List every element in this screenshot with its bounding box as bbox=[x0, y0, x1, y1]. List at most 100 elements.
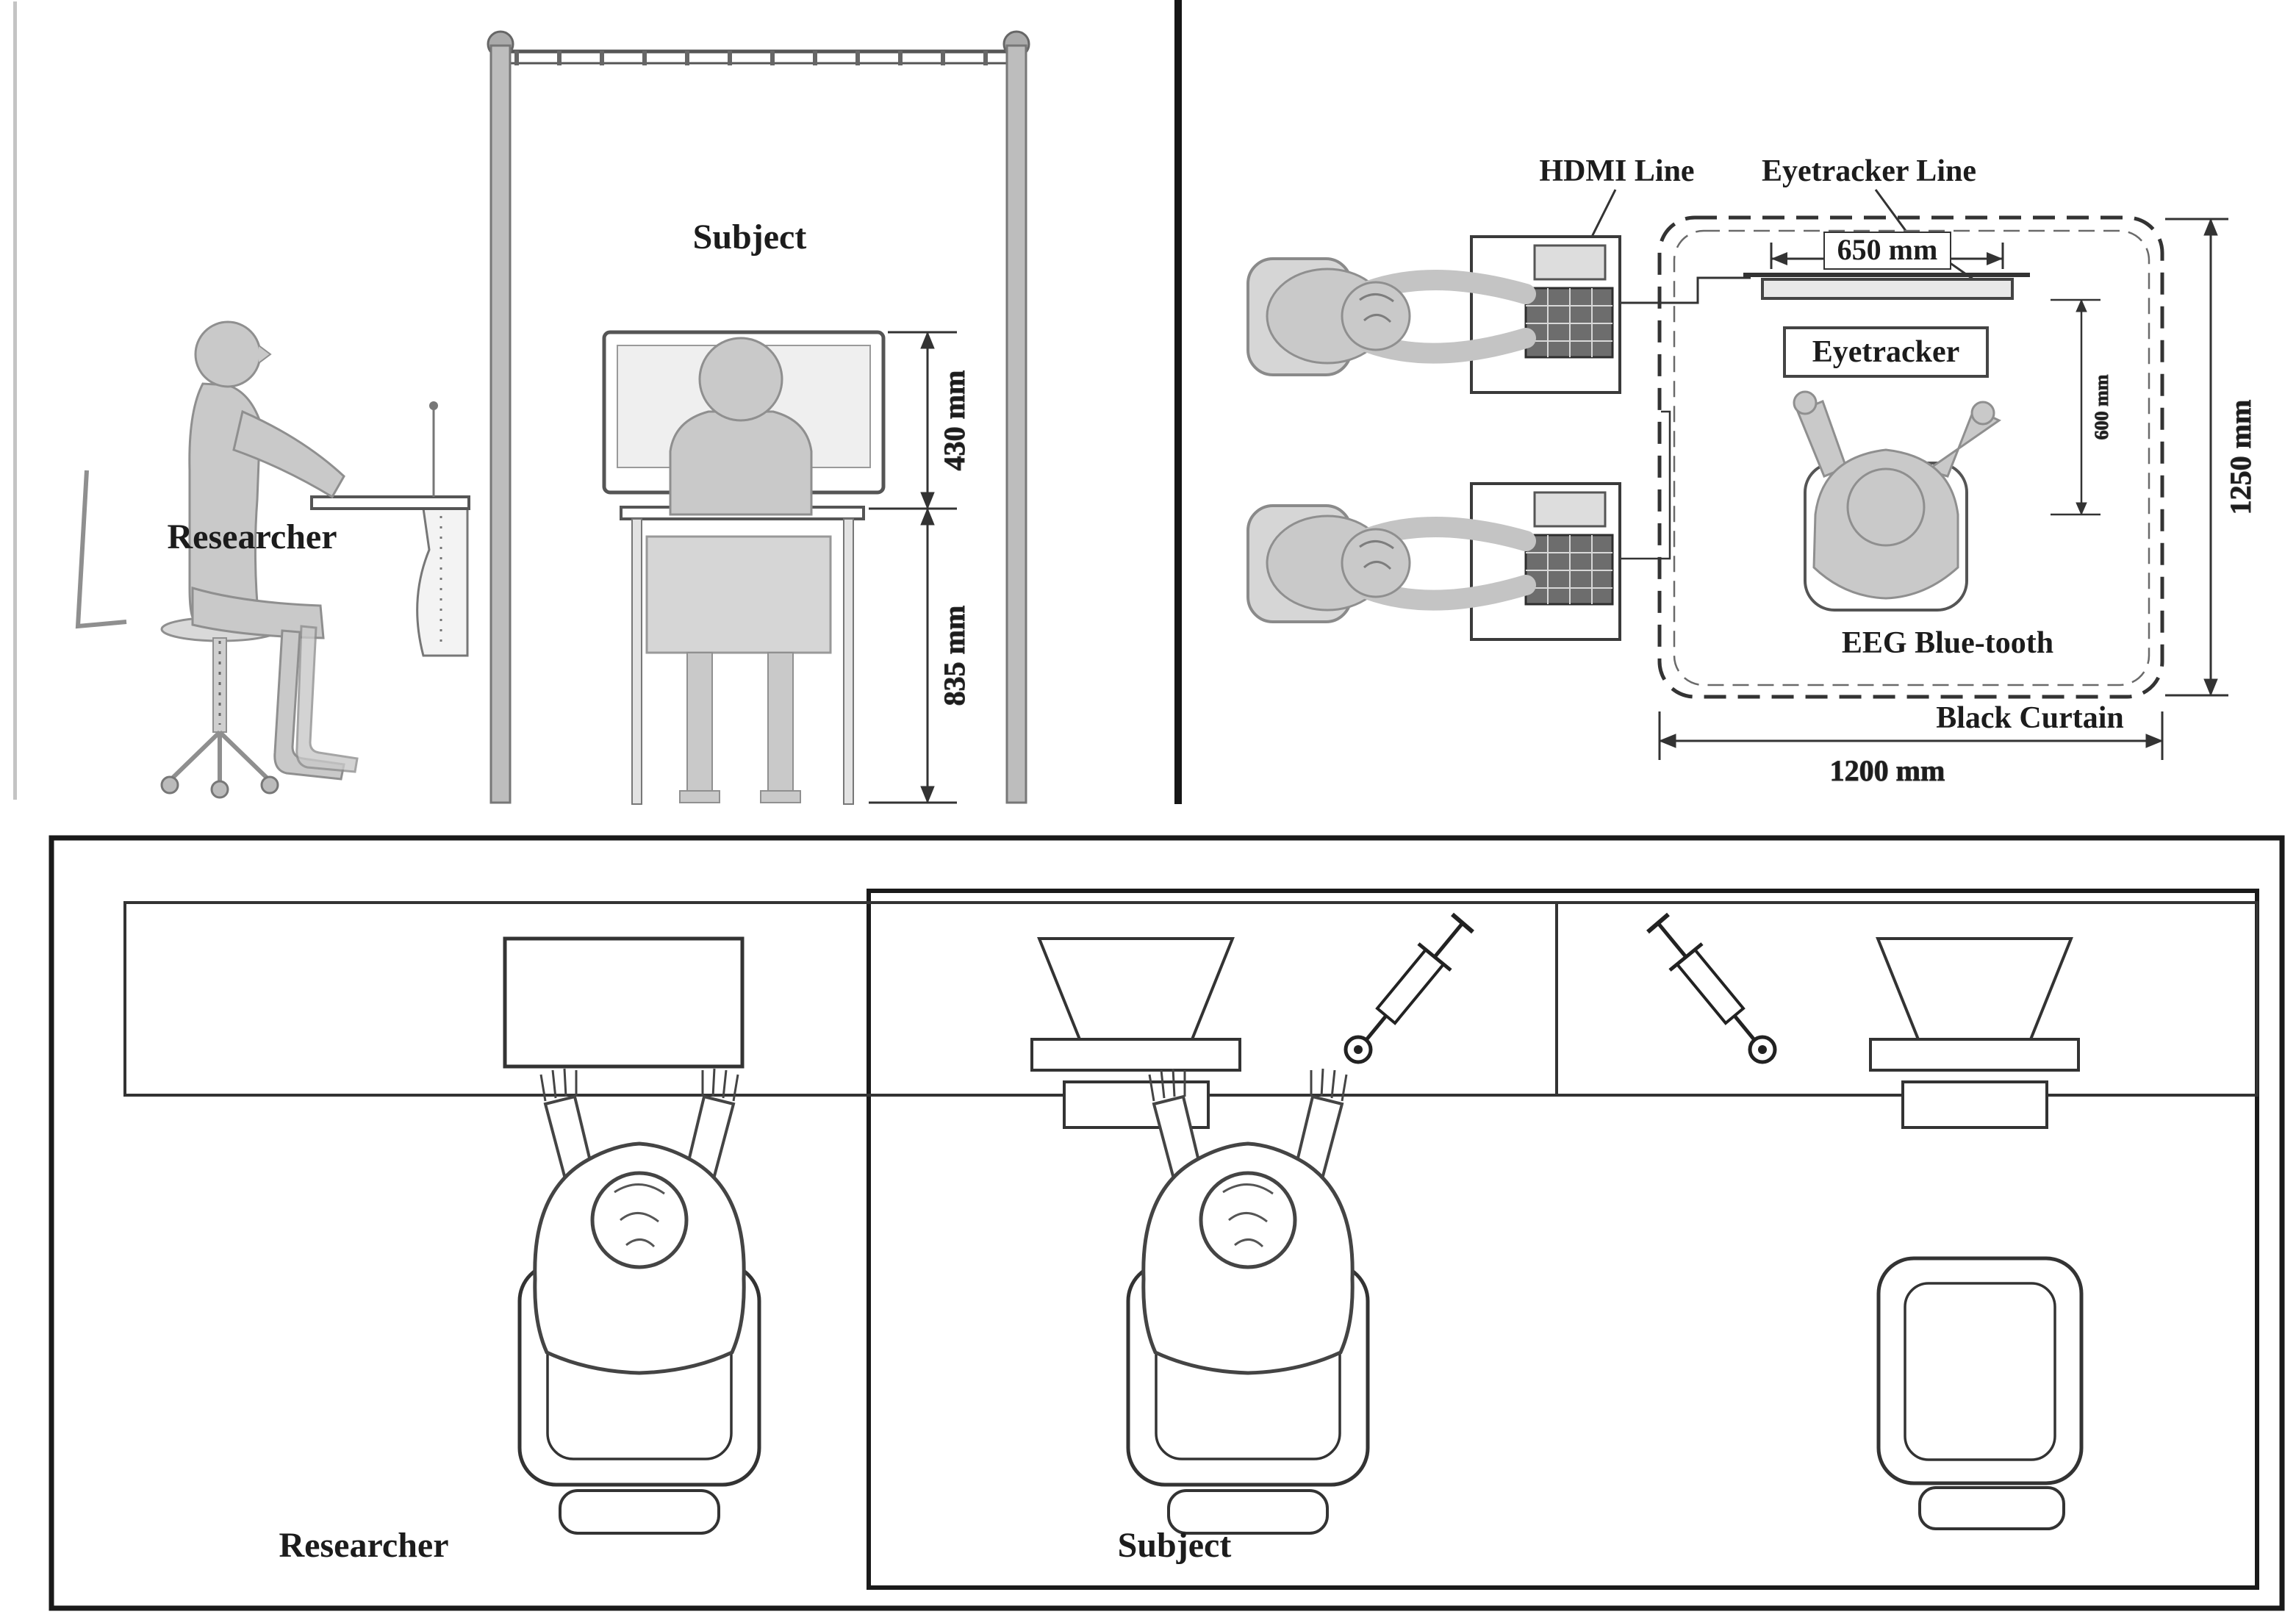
monitor-height-dim: 430 mm bbox=[938, 370, 971, 471]
researcher-head-topview bbox=[590, 1171, 689, 1269]
screen-width-dim: 650 mm bbox=[1837, 233, 1938, 266]
keyboard-b bbox=[1901, 1080, 2048, 1129]
eyetracker-box bbox=[1783, 326, 1989, 378]
researcher-face-profile bbox=[258, 345, 272, 364]
subject-monitor-b bbox=[1869, 937, 2080, 1129]
stool-wheel-left bbox=[160, 775, 179, 795]
stool-legs bbox=[168, 730, 272, 785]
panel-divider bbox=[1174, 0, 1182, 804]
stool-wheel-right bbox=[260, 775, 279, 795]
plan-view-drawing: 650 mm Eyetracker bbox=[1246, 154, 2258, 788]
gel-syringe-left bbox=[1343, 912, 1474, 1064]
researcher-fingers-left bbox=[539, 1068, 578, 1102]
subject-head bbox=[698, 337, 783, 422]
subject-foot-right bbox=[760, 790, 801, 803]
subject-topview-figure bbox=[1793, 390, 2001, 612]
viewing-distance-dim: 600 mm bbox=[2091, 374, 2112, 440]
eyetracker-group: Eyetracker bbox=[1783, 326, 1989, 378]
researcher-label: Researcher bbox=[168, 517, 337, 556]
eyetracker-line-label: Eyetracker Line bbox=[1762, 154, 1976, 188]
researcher-head bbox=[194, 320, 262, 388]
viewing-distance-dim-group: 600 mm bbox=[2051, 298, 2113, 516]
eyetracker-cable bbox=[1620, 410, 1671, 560]
antenna-tip bbox=[429, 401, 438, 410]
operator-workstations bbox=[1470, 235, 1621, 641]
subject-leg-right bbox=[767, 652, 794, 796]
subject-hair bbox=[1222, 1183, 1274, 1248]
hdmi-line-label: HDMI Line bbox=[1539, 154, 1694, 188]
spare-chair bbox=[1876, 1256, 2084, 1485]
spare-chair-outline bbox=[75, 470, 127, 629]
screen-dim-box bbox=[1823, 232, 1951, 270]
researcher-thigh bbox=[191, 586, 325, 639]
subject-topview-figure-room bbox=[1141, 1068, 1355, 1375]
subject-hand-right bbox=[1970, 401, 1995, 426]
side-view-drawing: 430 mm 835 mm Researcher Subject bbox=[13, 1, 1030, 805]
display-screen bbox=[1761, 278, 2014, 300]
subject-desk-leg-left bbox=[631, 518, 642, 805]
subject-leg-left bbox=[686, 652, 713, 796]
desk-height-dim: 835 mm bbox=[938, 606, 971, 706]
plan-view-panel: 650 mm Eyetracker bbox=[1183, 0, 2296, 808]
operator-2-figure bbox=[1246, 504, 1536, 623]
keyboard-bottom bbox=[1524, 534, 1614, 606]
room-subject-label: Subject bbox=[1118, 1526, 1232, 1565]
room-plan-panel: Researcher Subject bbox=[0, 808, 2296, 1617]
subject-desk-leg-right bbox=[843, 518, 854, 805]
researcher-back-leg bbox=[295, 625, 359, 773]
monitor-top-station bbox=[1533, 244, 1607, 281]
room-plan-drawing: Researcher Subject bbox=[49, 835, 2285, 1611]
researcher-figure bbox=[75, 320, 359, 799]
subject-torso bbox=[669, 410, 813, 516]
researcher-topview-figure bbox=[533, 1068, 746, 1375]
subject-fingers-right bbox=[1310, 1068, 1348, 1102]
curtain-width-dim: 1200 mm bbox=[1830, 754, 1945, 787]
subject-foot-left bbox=[679, 790, 720, 803]
subject-chair bbox=[645, 535, 832, 654]
curtain-depth-dim: 1250 mm bbox=[2224, 400, 2257, 515]
eeg-bluetooth-label: EEG Blue-tooth bbox=[1842, 626, 2053, 660]
researcher-seat-group bbox=[517, 1068, 761, 1535]
subject-head-topview bbox=[1846, 467, 1926, 547]
screen-group: 650 mm bbox=[1743, 232, 2030, 300]
room-outer-wall bbox=[49, 835, 2285, 1611]
eyetracker-label: Eyetracker bbox=[1812, 335, 1960, 369]
operator-2-hair bbox=[1359, 540, 1394, 570]
black-curtain-enclosure bbox=[1657, 215, 2164, 699]
curtain-pole-right bbox=[1005, 44, 1027, 804]
curtain-width-dim-group: 1200 mm bbox=[1658, 711, 2164, 788]
dimension-annotations: 430 mm 835 mm bbox=[869, 331, 972, 804]
subject-label: Subject bbox=[693, 218, 807, 257]
subject-hand-left bbox=[1793, 390, 1818, 415]
researcher-chair-base bbox=[559, 1489, 720, 1535]
curtain-depth-dim-group: 1250 mm bbox=[2165, 218, 2258, 697]
researcher-desk-front bbox=[416, 507, 469, 657]
spare-chair-group bbox=[1876, 1256, 2084, 1530]
gel-syringe-right bbox=[1646, 912, 1777, 1064]
researcher-hair bbox=[614, 1183, 665, 1248]
spare-chair-base bbox=[1918, 1486, 2065, 1530]
researcher-workstation bbox=[310, 401, 470, 657]
black-curtain-label: Black Curtain bbox=[1936, 701, 2124, 735]
operator-1-hair bbox=[1359, 293, 1394, 323]
researcher-desk-top bbox=[310, 495, 470, 510]
researcher-fingers-right bbox=[701, 1068, 739, 1102]
hdmi-cable bbox=[1620, 276, 1751, 304]
subject-figure bbox=[645, 337, 832, 803]
stool-wheel-center bbox=[210, 780, 229, 799]
curtain-pole-left bbox=[489, 44, 512, 804]
monitor-bottom-station bbox=[1533, 491, 1607, 528]
subject-seat-group bbox=[1126, 1068, 1370, 1535]
subject-head-topview bbox=[1199, 1171, 1297, 1269]
researcher-shin bbox=[273, 629, 345, 781]
subject-monitor-a bbox=[1030, 937, 1241, 1129]
researcher-arm bbox=[232, 409, 345, 499]
subject-chair-base bbox=[1167, 1489, 1329, 1535]
keyboard-top bbox=[1524, 287, 1614, 359]
side-view-panel: 430 mm 835 mm Researcher Subject bbox=[0, 0, 1183, 808]
subject-fingers-left bbox=[1148, 1068, 1186, 1102]
page-edge-line bbox=[13, 1, 17, 800]
researcher-monitor-topview bbox=[503, 936, 745, 1069]
curtain-frame bbox=[487, 30, 1030, 804]
